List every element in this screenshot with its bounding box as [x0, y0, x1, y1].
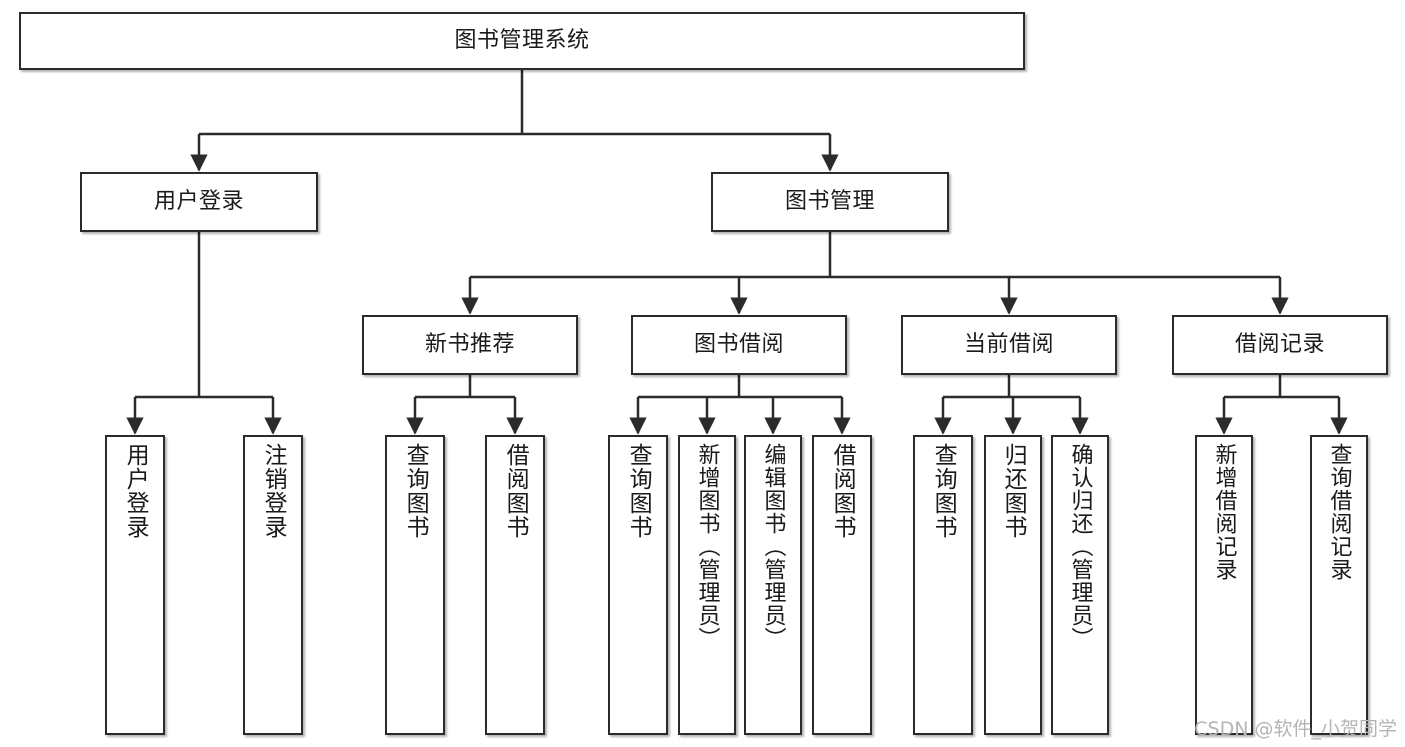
node-leaf-query-book-borrow[interactable]: 查询图书 — [608, 435, 668, 735]
node-root[interactable]: 图书管理系统 — [19, 12, 1025, 70]
node-label: 注销登录 — [260, 443, 287, 539]
node-label: 查询图书 — [402, 443, 429, 539]
node-label: 查询图书 — [625, 443, 652, 539]
node-book-manage[interactable]: 图书管理 — [711, 172, 949, 232]
node-label: 新书推荐 — [424, 331, 515, 357]
node-label: 图书借阅 — [693, 331, 784, 357]
node-label: 编辑图书（管理员） — [760, 443, 786, 650]
node-book-borrow[interactable]: 图书借阅 — [631, 315, 847, 375]
node-leaf-query-book-recommend[interactable]: 查询图书 — [385, 435, 445, 735]
node-label: 查询图书 — [930, 443, 957, 539]
node-label: 借阅记录 — [1234, 331, 1325, 357]
node-leaf-return-book[interactable]: 归还图书 — [984, 435, 1042, 735]
node-leaf-query-book-current[interactable]: 查询图书 — [913, 435, 973, 735]
node-label: 查询借阅记录 — [1326, 443, 1352, 581]
node-label: 确认归还（管理员） — [1067, 443, 1093, 650]
node-label: 新增借阅记录 — [1211, 443, 1237, 581]
node-leaf-edit-book[interactable]: 编辑图书（管理员） — [744, 435, 802, 735]
node-leaf-add-book[interactable]: 新增图书（管理员） — [678, 435, 736, 735]
node-label: 当前借阅 — [963, 331, 1054, 357]
node-label: 新增图书（管理员） — [694, 443, 720, 650]
watermark: CSDN @软件_小贺同学 — [1194, 718, 1397, 740]
node-label: 借阅图书 — [829, 443, 856, 539]
node-leaf-logout[interactable]: 注销登录 — [243, 435, 303, 735]
node-leaf-user-login[interactable]: 用户登录 — [105, 435, 165, 735]
node-user-login[interactable]: 用户登录 — [80, 172, 318, 232]
node-leaf-add-borrow-record[interactable]: 新增借阅记录 — [1195, 435, 1253, 735]
node-label: 用户登录 — [122, 443, 149, 539]
node-leaf-borrow-book-recommend[interactable]: 借阅图书 — [485, 435, 545, 735]
node-current-borrow[interactable]: 当前借阅 — [901, 315, 1117, 375]
node-label: 用户登录 — [153, 188, 244, 214]
node-label: 图书管理 — [784, 188, 875, 214]
node-borrow-record[interactable]: 借阅记录 — [1172, 315, 1388, 375]
node-label: 图书管理系统 — [454, 27, 590, 53]
node-leaf-confirm-return[interactable]: 确认归还（管理员） — [1051, 435, 1109, 735]
node-label: 借阅图书 — [502, 443, 529, 539]
node-leaf-query-borrow-record[interactable]: 查询借阅记录 — [1310, 435, 1368, 735]
node-new-book-recommend[interactable]: 新书推荐 — [362, 315, 578, 375]
node-label: 归还图书 — [1000, 443, 1027, 539]
node-leaf-borrow-book[interactable]: 借阅图书 — [812, 435, 872, 735]
